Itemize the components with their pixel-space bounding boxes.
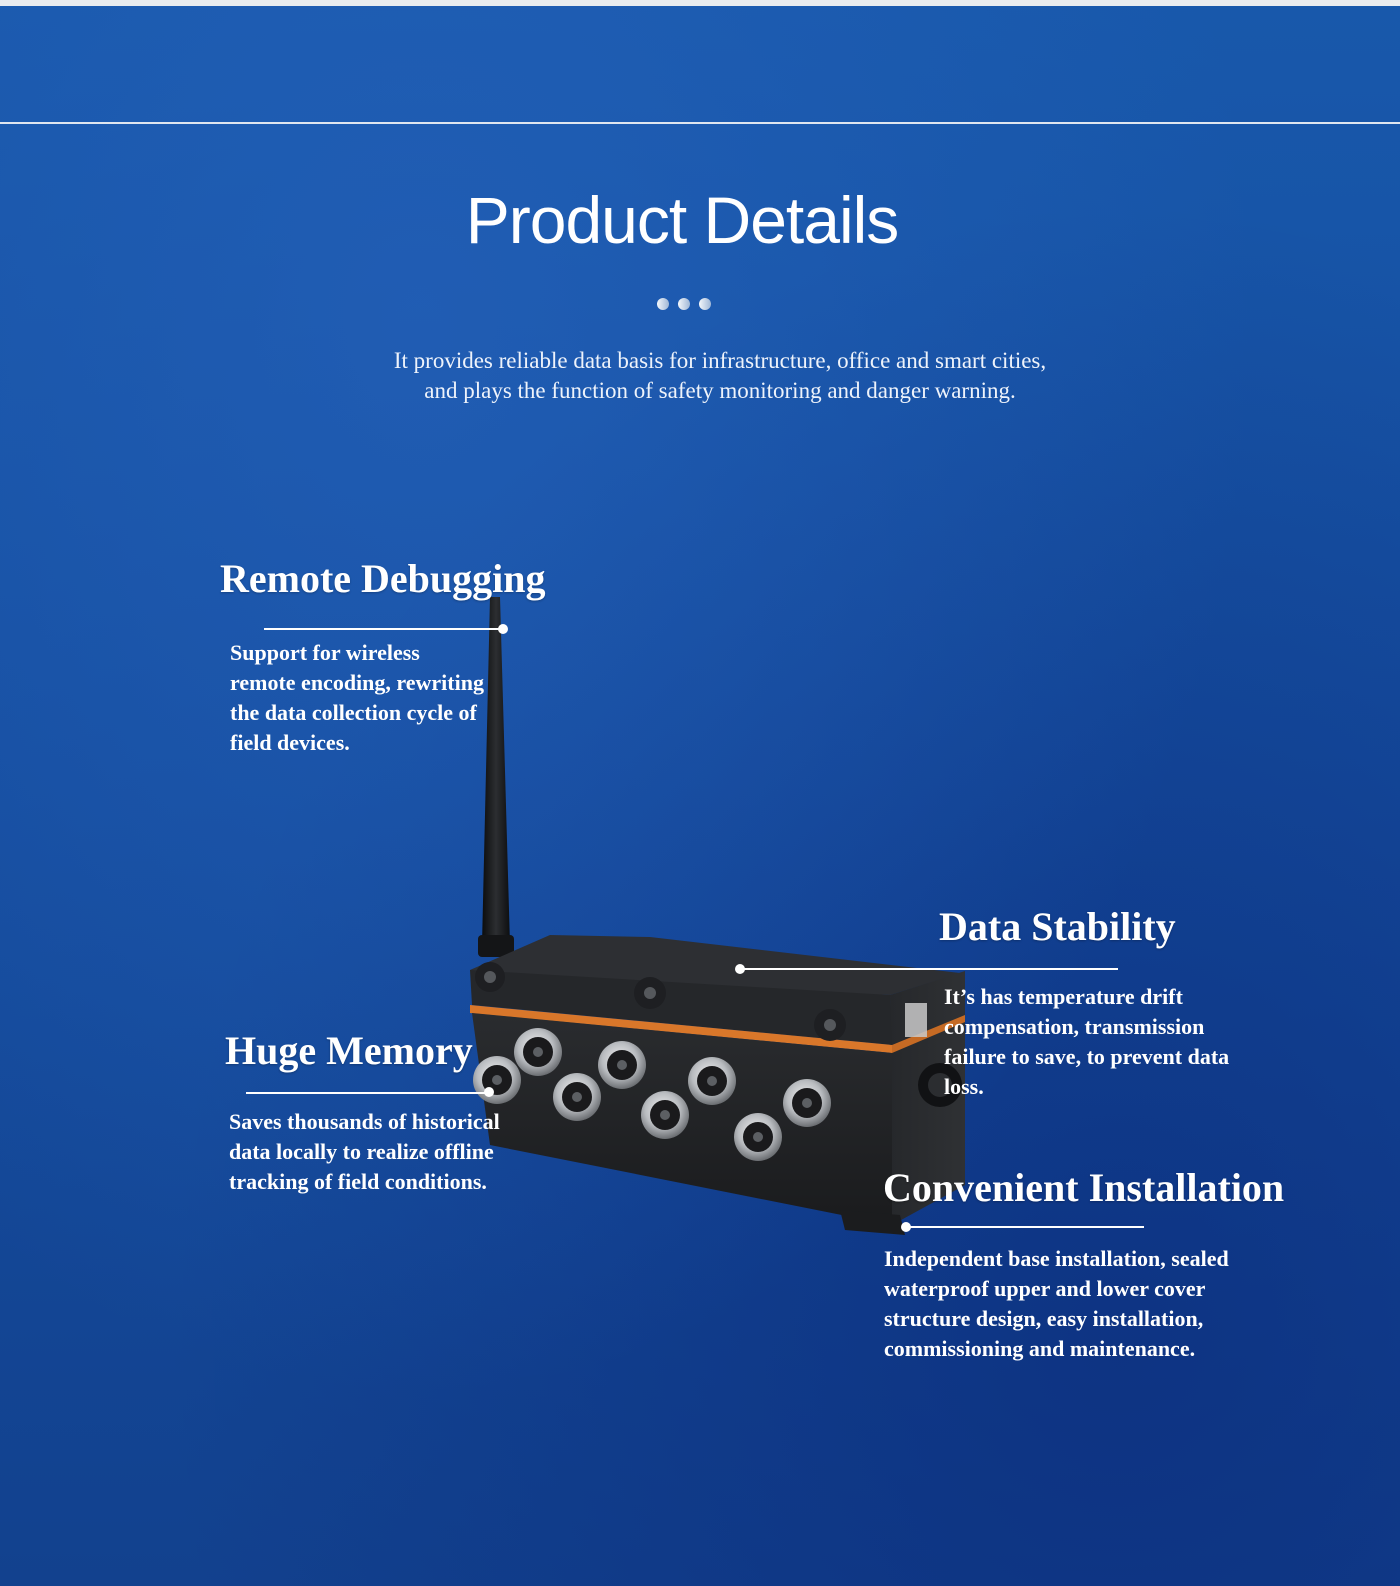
- leader-line-huge-memory: [246, 1092, 488, 1094]
- top-strip: [0, 0, 1400, 6]
- feature-title-data-stability: Data Stability: [939, 904, 1176, 949]
- section-dots-icon: [657, 298, 727, 312]
- feature-line: Independent base installation, sealed: [884, 1246, 1229, 1271]
- feature-line: Saves thousands of historical: [229, 1109, 500, 1134]
- feature-text-remote-debugging: Support for wireless remote encoding, re…: [230, 638, 484, 758]
- feature-text-convenient-installation: Independent base installation, sealed wa…: [884, 1244, 1229, 1364]
- page-title: Product Details: [465, 183, 900, 257]
- pin-dot-convenient-installation: [901, 1222, 911, 1232]
- pin-dot-huge-memory: [484, 1087, 494, 1097]
- intro-line-2: and plays the function of safety monitor…: [424, 378, 1016, 403]
- leader-line-remote-debugging: [264, 628, 504, 630]
- pin-dot-data-stability: [735, 964, 745, 974]
- feature-line: loss.: [944, 1074, 984, 1099]
- leader-line-data-stability: [740, 968, 1118, 970]
- feature-text-data-stability: It’s has temperature drift compensation,…: [944, 982, 1229, 1102]
- header-divider: [0, 122, 1400, 124]
- device-image: [470, 597, 965, 1235]
- feature-line: commissioning and maintenance.: [884, 1336, 1196, 1361]
- feature-line: remote encoding, rewriting: [230, 670, 484, 695]
- intro-line-1: It provides reliable data basis for infr…: [393, 348, 1047, 373]
- feature-line: data locally to realize offline: [229, 1139, 494, 1164]
- feature-line: structure design, easy installation,: [884, 1306, 1204, 1331]
- feature-line: waterproof upper and lower cover: [884, 1276, 1206, 1301]
- feature-title-convenient-installation: Convenient Installation: [883, 1165, 1285, 1210]
- feature-title-remote-debugging: Remote Debugging: [220, 556, 546, 601]
- feature-line: failure to save, to prevent data: [944, 1044, 1230, 1069]
- feature-line: field devices.: [230, 730, 350, 755]
- feature-title-huge-memory: Huge Memory: [225, 1028, 473, 1073]
- feature-line: the data collection cycle of: [230, 700, 477, 725]
- intro-text: It provides reliable data basis for infr…: [300, 346, 1140, 406]
- feature-text-huge-memory: Saves thousands of historical data local…: [229, 1107, 500, 1197]
- feature-line: It’s has temperature drift: [944, 984, 1183, 1009]
- leader-line-convenient-installation: [906, 1226, 1144, 1228]
- pin-dot-remote-debugging: [498, 624, 508, 634]
- feature-line: tracking of field conditions.: [229, 1169, 487, 1194]
- feature-line: compensation, transmission: [944, 1014, 1205, 1039]
- feature-line: Support for wireless: [230, 640, 420, 665]
